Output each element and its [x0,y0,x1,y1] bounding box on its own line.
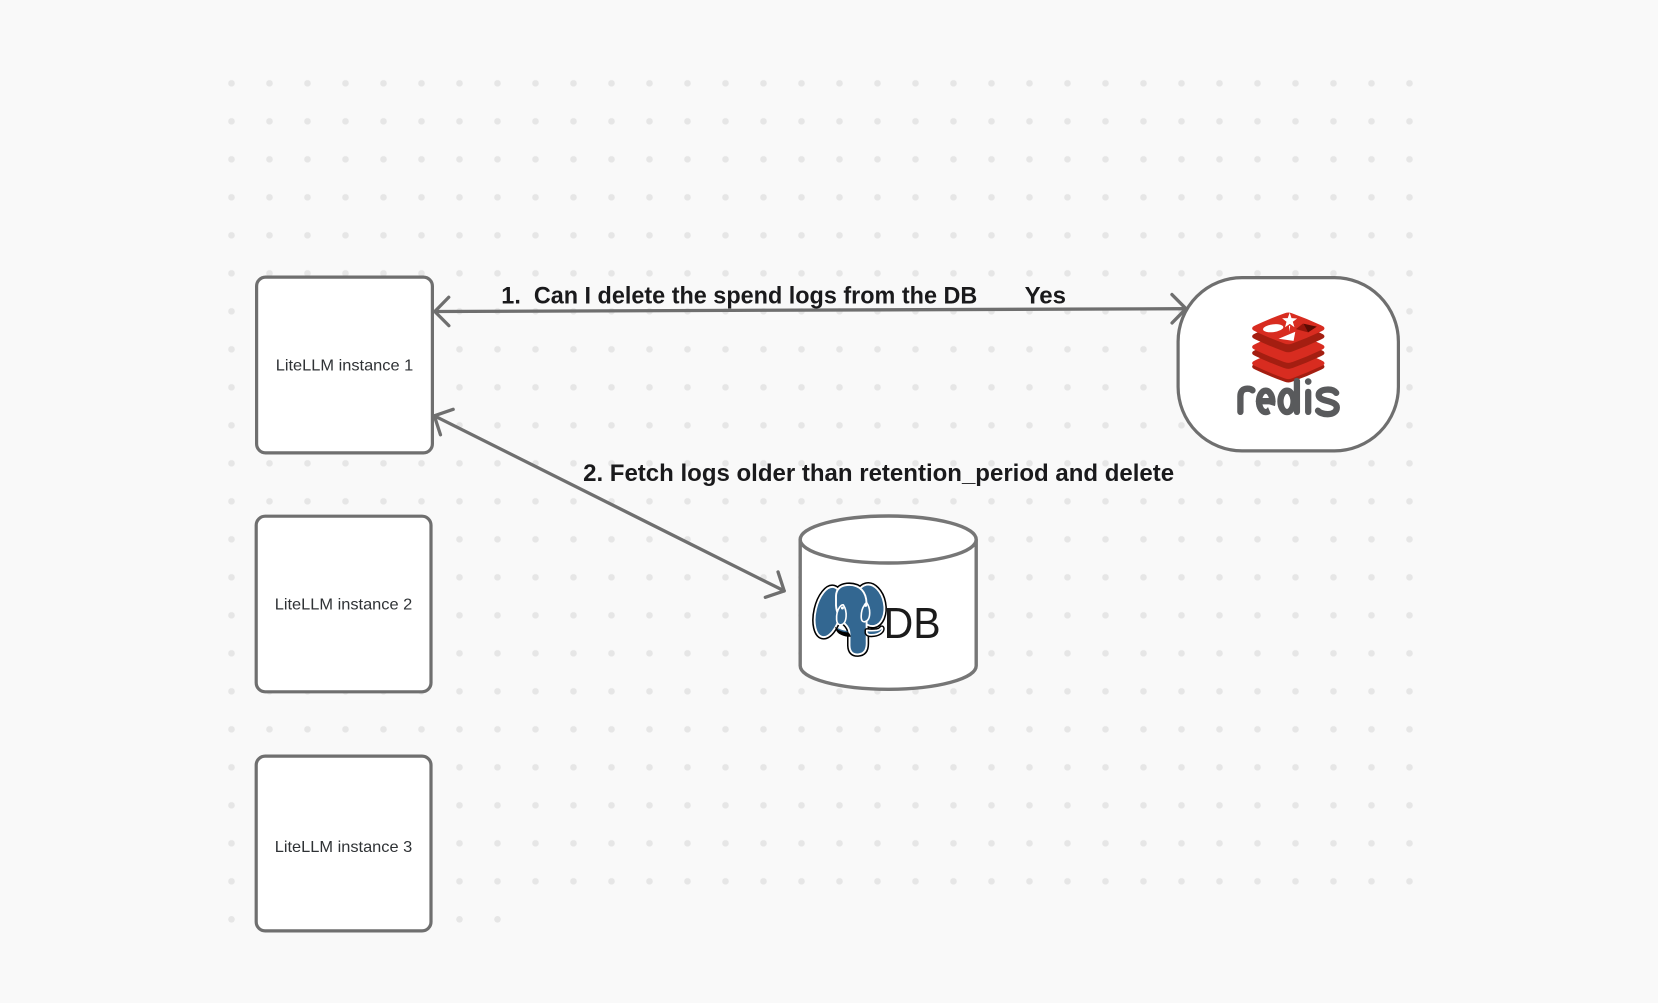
svg-text:LiteLLM instance 3: LiteLLM instance 3 [275,839,413,856]
svg-text:LiteLLM instance 2: LiteLLM instance 2 [275,597,413,614]
svg-text:Yes: Yes [1025,282,1066,309]
svg-text:1. Can I delete the spend log: 1. Can I delete the spend logs from the … [501,282,977,309]
svg-text:DB: DB [884,599,941,648]
svg-text:LiteLLM instance 1: LiteLLM instance 1 [276,358,414,375]
svg-text:2. Fetch logs older than reten: 2. Fetch logs older than retention_perio… [583,460,1174,487]
